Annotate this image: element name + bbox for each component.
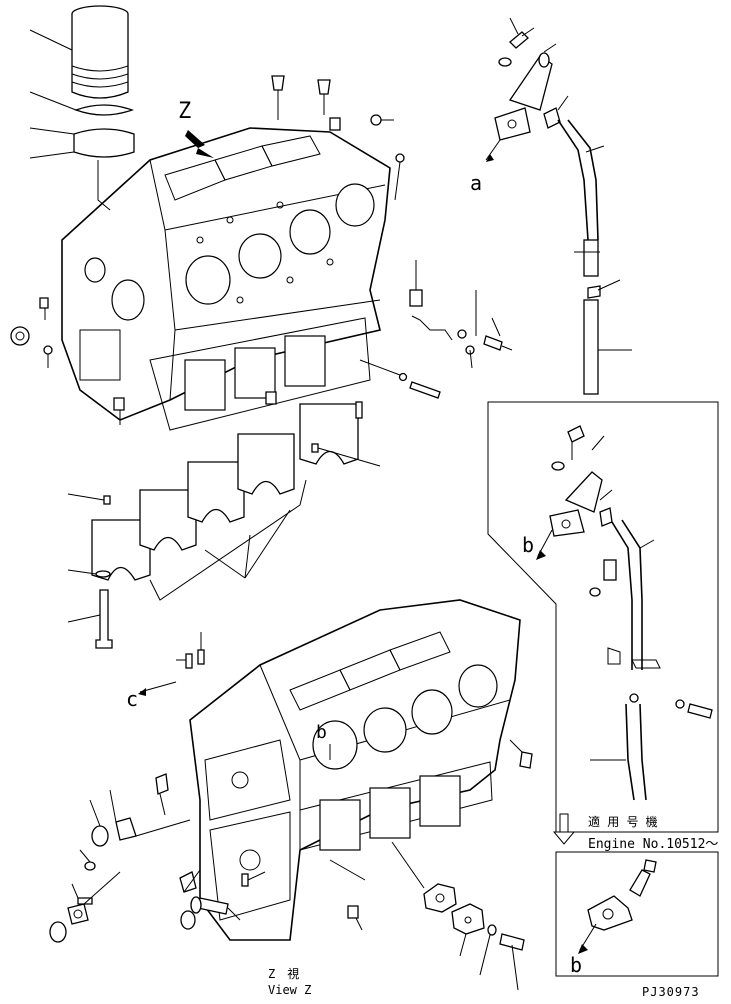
svg-text:Z: Z [178, 99, 191, 124]
drawing-code: PJ30973 [642, 985, 700, 999]
svg-text:View Z: View Z [268, 983, 311, 997]
svg-text:Z 視: Z 視 [268, 966, 299, 981]
svg-text:b: b [570, 953, 582, 977]
svg-text:b: b [316, 722, 327, 743]
upper-block-fasteners [10, 75, 513, 425]
svg-text:b: b [522, 533, 534, 557]
svg-text:Engine No.10512～: Engine No.10512～ [588, 837, 718, 852]
view-z-arrow: Z [178, 99, 214, 158]
main-bearing-caps [67, 401, 381, 649]
upper-cylinder-block [61, 127, 391, 431]
cylinder-liner-group [29, 5, 135, 211]
svg-text:a: a [470, 171, 482, 195]
svg-text:適 用 号 機: 適 用 号 機 [588, 814, 658, 829]
svg-text:c: c [126, 687, 138, 711]
view-z-caption: Z 視 View Z [268, 966, 311, 997]
lower-cylinder-block-view-z [189, 599, 521, 941]
pipe-variant-detail-box: b [487, 401, 719, 833]
serial-variant-inset: b [555, 851, 719, 977]
serial-applicability-note: 適 用 号 機 Engine No.10512～ [552, 813, 718, 852]
oil-pipe-assembly: a [470, 17, 632, 395]
lower-block-fasteners: c [49, 632, 533, 991]
